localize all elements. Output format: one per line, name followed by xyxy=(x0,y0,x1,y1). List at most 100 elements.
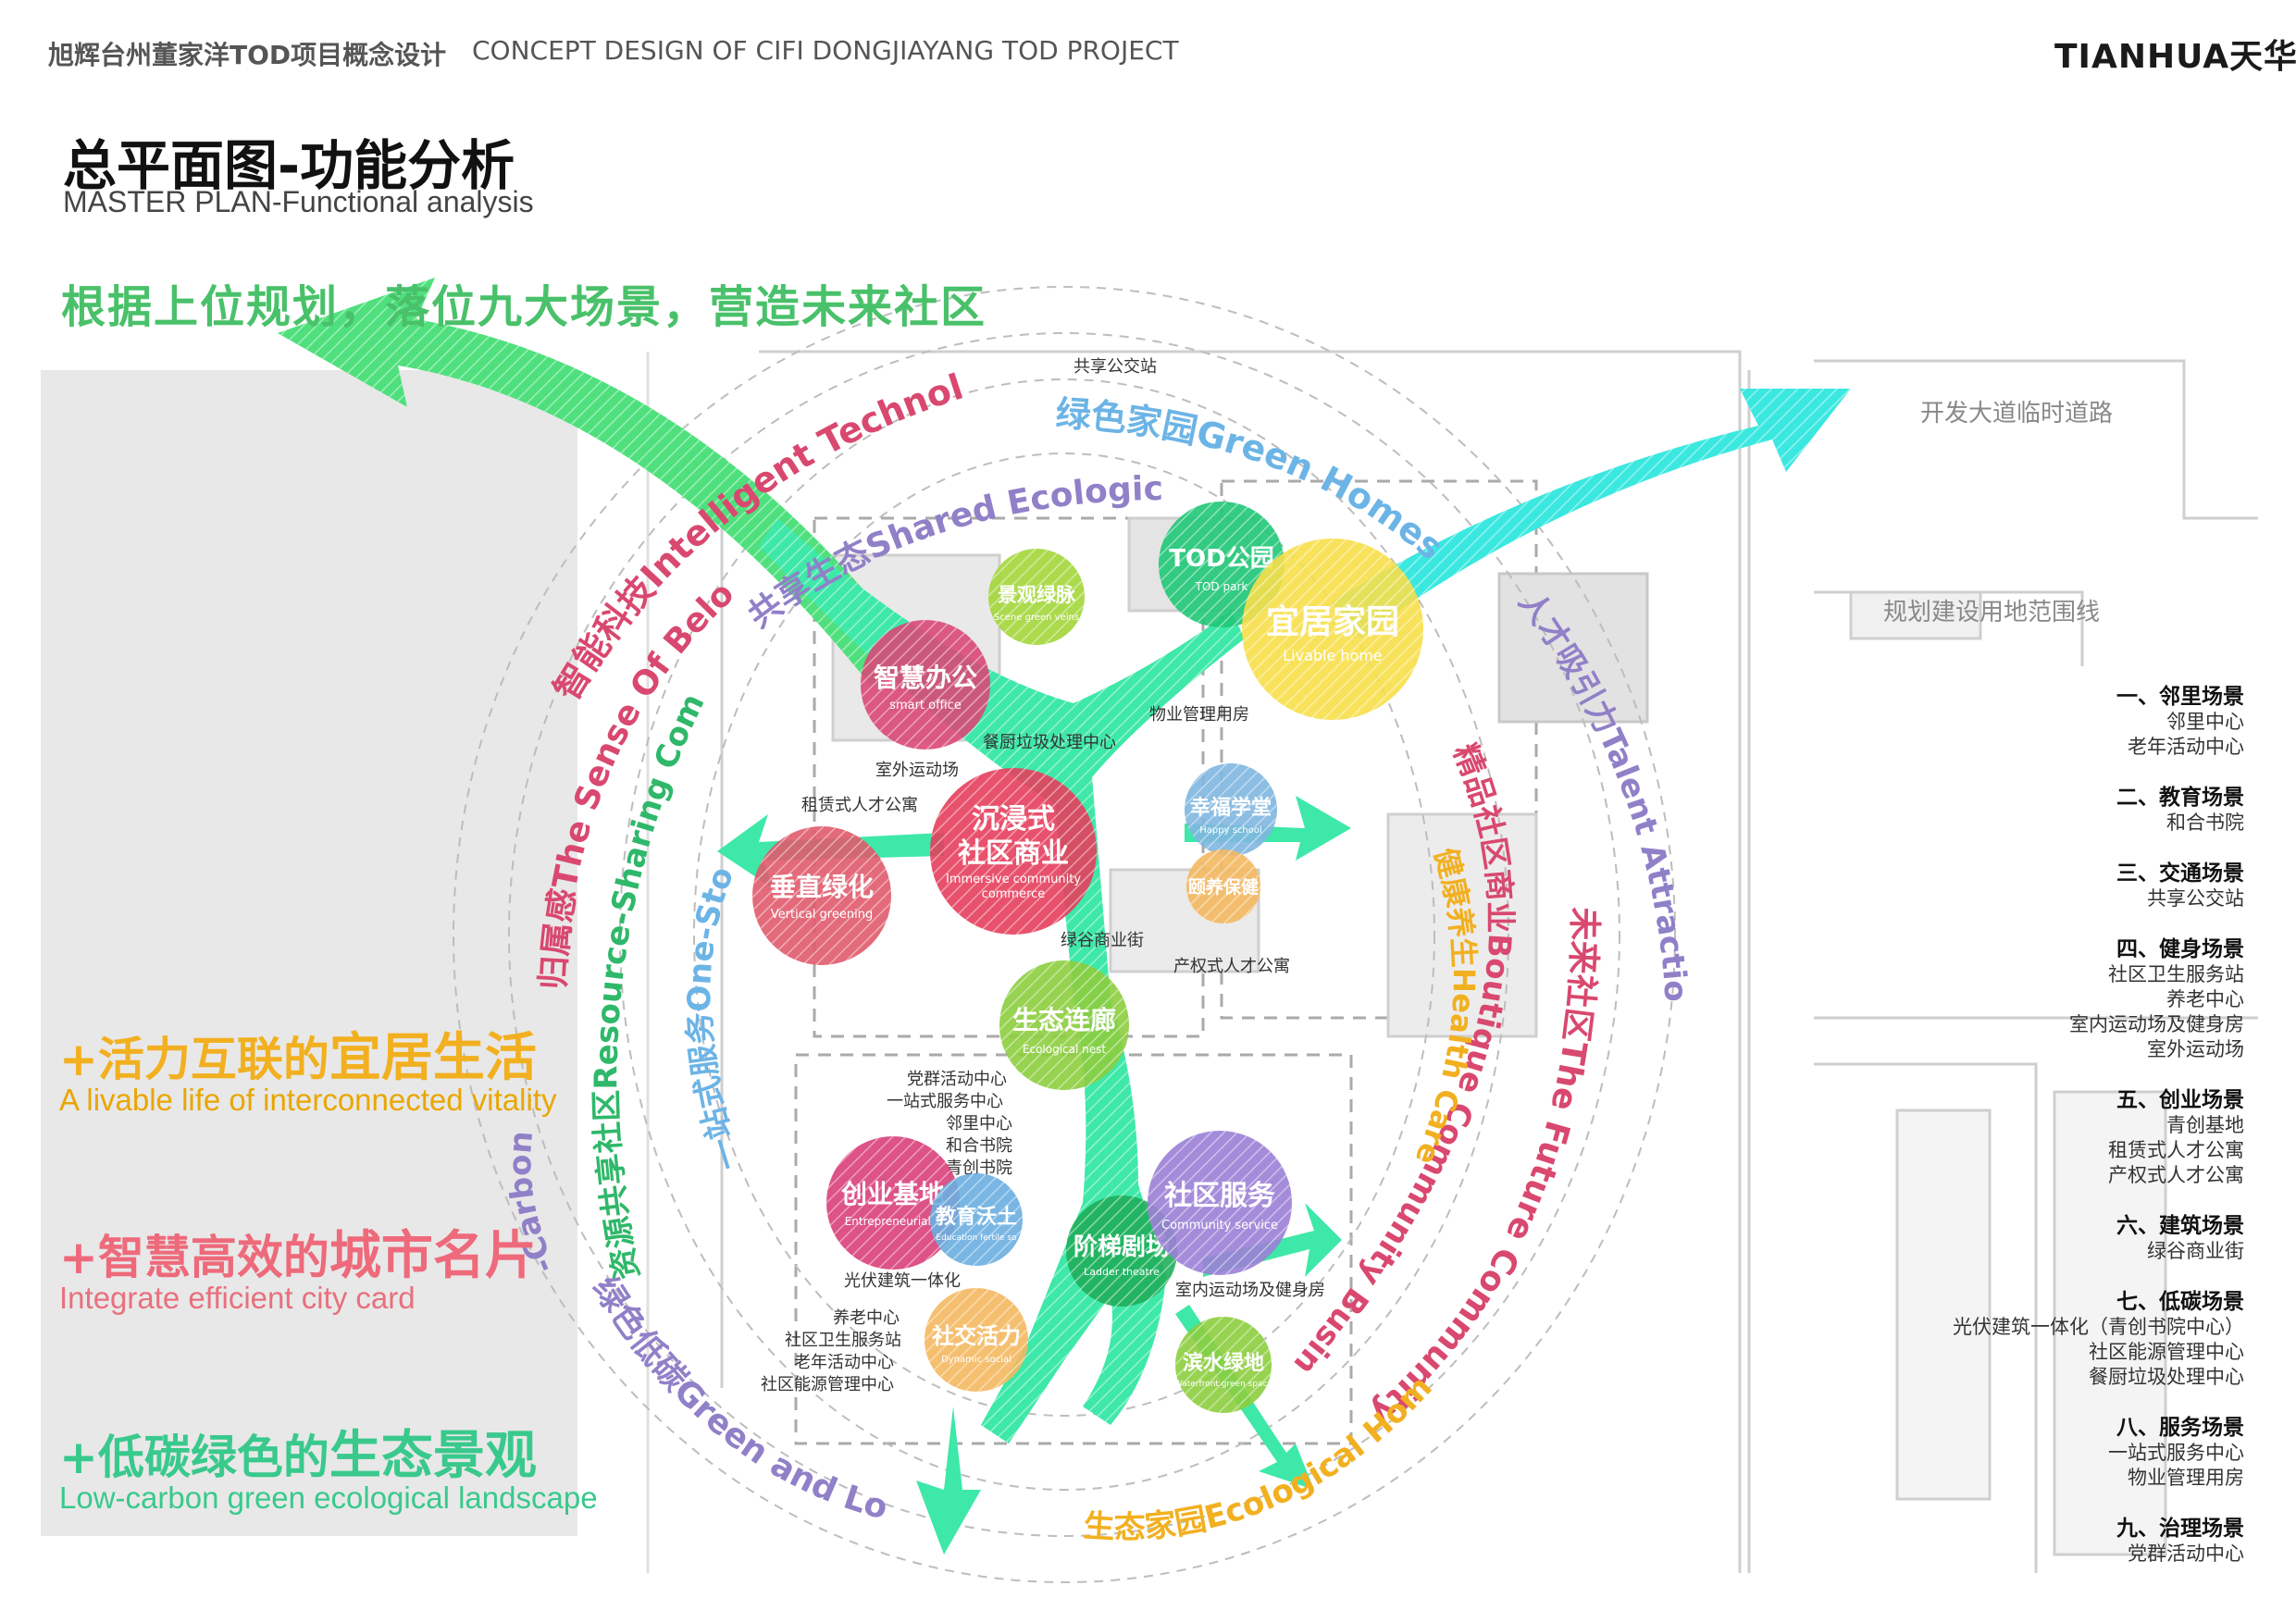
legend-item: 和合书院 xyxy=(2166,812,2244,834)
bubble-entrepreneurial-base: 创业基地 Entrepreneurial b xyxy=(826,1136,960,1270)
slogan-ecological-en: Low-carbon green ecological landscape xyxy=(59,1481,598,1515)
svg-text:生态连廊: 生态连廊 xyxy=(1012,1005,1116,1035)
svg-text:Vertical greening: Vertical greening xyxy=(771,908,873,922)
bubble-happy-school: 幸福学堂 Happy school xyxy=(1185,763,1277,856)
bubble-ecological-corridor: 生态连廊 Ecological nest xyxy=(999,960,1129,1090)
bubble-vertical-greening: 垂直绿化 Vertical greening xyxy=(752,826,891,965)
svg-text:TOD公园: TOD公园 xyxy=(1169,545,1273,573)
brand-logo: TIANHUA天华 xyxy=(2054,38,2296,76)
legend-item: 餐厨垃圾处理中心 xyxy=(2089,1366,2244,1388)
map-label-bus: 共享公交站 xyxy=(1074,357,1157,377)
plan-label-1: 餐厨垃圾处理中心 xyxy=(983,733,1116,752)
legend-item: 室内运动场及健身房 xyxy=(2069,1013,2244,1035)
svg-text:Livable home: Livable home xyxy=(1283,647,1383,664)
svg-text:Ecological nest: Ecological nest xyxy=(1023,1043,1106,1056)
bubbles: TOD公园 TOD park 景观绿脉 Scene green veins 宜居… xyxy=(752,502,1423,1413)
svg-text:幸福学堂: 幸福学堂 xyxy=(1190,796,1272,820)
plan-label-3: 租赁式人才公寓 xyxy=(801,796,918,815)
plan-label-4: 绿谷商业街 xyxy=(1061,931,1144,950)
svg-text:Education fertile so: Education fertile so xyxy=(936,1233,1017,1243)
svg-text:创业基地: 创业基地 xyxy=(840,1179,945,1209)
legend-item: 绿谷商业街 xyxy=(2147,1240,2244,1262)
svg-text:smart office: smart office xyxy=(889,699,962,712)
bubble-community-service: 社区服务 Community service xyxy=(1148,1131,1292,1275)
plan-label-13: 养老中心 xyxy=(833,1308,900,1328)
slogan-ecological-emphasis: 生态景观 xyxy=(329,1426,537,1486)
plan-label-9: 和合书院 xyxy=(946,1136,1012,1156)
bubble-scene-green: 景观绿脉 Scene green veins xyxy=(988,549,1085,645)
map-label-boundary: 规划建设用地范围线 xyxy=(1883,599,2100,626)
plan-label-15: 老年活动中心 xyxy=(794,1353,894,1372)
svg-text:Immersive community: Immersive community xyxy=(946,873,1081,886)
legend-item: 一站式服务中心 xyxy=(2108,1442,2244,1464)
svg-text:阶梯剧场: 阶梯剧场 xyxy=(1074,1233,1170,1261)
slogan-city-card-emphasis: 城市名片 xyxy=(329,1226,537,1286)
slogan-city-card-cn: +智慧高效的城市名片 xyxy=(59,1214,537,1289)
left-mask-area xyxy=(41,370,577,1536)
slogan-livable-emphasis: 宜居生活 xyxy=(329,1028,537,1088)
svg-text:宜居家园: 宜居家园 xyxy=(1266,603,1399,641)
legend-group-fitness: 四、健身场景 社区卫生服务站 养老中心 室内运动场及健身房 室外运动场 xyxy=(1953,937,2244,1062)
plan-label-8: 邻里中心 xyxy=(946,1114,1012,1134)
header-project-cn: 旭辉台州董家洋TOD项目概念设计 xyxy=(48,40,447,70)
map-label-road-east: 开发大道临时道路 xyxy=(1920,400,2113,427)
legend-item: 室外运动场 xyxy=(2147,1038,2244,1060)
legend-heading: 四、健身场景 xyxy=(2116,937,2244,961)
plan-label-10: 青创书院 xyxy=(946,1158,1012,1178)
page-subtitle: MASTER PLAN-Functional analysis xyxy=(63,185,534,218)
bubble-smart-office: 智慧办公 smart office xyxy=(861,620,990,750)
legend-heading: 三、交通场景 xyxy=(2116,861,2244,886)
plan-label-12: 室内运动场及健身房 xyxy=(1175,1281,1325,1300)
legend-group-service: 八、服务场景 一站式服务中心 物业管理用房 xyxy=(1953,1416,2244,1491)
svg-text:Dynamic social: Dynamic social xyxy=(941,1355,1011,1365)
legend-heading: 九、治理场景 xyxy=(2116,1517,2244,1541)
plan-label-14: 社区卫生服务站 xyxy=(785,1331,901,1350)
bubble-ladder-theatre: 阶梯剧场 Ladder theatre xyxy=(1066,1196,1177,1307)
svg-text:社交活力: 社交活力 xyxy=(932,1323,1021,1349)
legend-group-entrepreneurship: 五、创业场景 青创基地 租赁式人才公寓 产权式人才公寓 xyxy=(1953,1088,2244,1188)
legend-group-neighborhood: 一、邻里场景 邻里中心 老年活动中心 xyxy=(1953,685,2244,760)
svg-text:commerce: commerce xyxy=(982,887,1046,901)
legend-item: 党群活动中心 xyxy=(2128,1542,2244,1565)
svg-text:社区商业: 社区商业 xyxy=(958,837,1069,870)
legend-heading: 二、教育场景 xyxy=(2116,786,2244,810)
bubble-education-soil: 教育沃土 Education fertile so xyxy=(930,1173,1023,1266)
legend-item: 邻里中心 xyxy=(2166,711,2244,733)
plan-label-0: 物业管理用房 xyxy=(1149,705,1249,725)
legend-item: 物业管理用房 xyxy=(2128,1467,2244,1489)
legend-item: 青创基地 xyxy=(2166,1114,2244,1136)
headline: 根据上位规划，落位九大场景，营造未来社区 xyxy=(61,281,987,333)
legend-group-low-carbon: 七、低碳场景 光伏建筑一体化（青创书院中心） 社区能源管理中心 餐厨垃圾处理中心 xyxy=(1953,1290,2244,1390)
scene-legend: 一、邻里场景 邻里中心 老年活动中心 二、教育场景 和合书院 三、交通场景 共享… xyxy=(1953,685,2244,1592)
svg-text:Waterfront green space: Waterfront green space xyxy=(1174,1380,1273,1389)
legend-heading: 六、建筑场景 xyxy=(2116,1214,2244,1238)
legend-item: 老年活动中心 xyxy=(2128,736,2244,758)
svg-text:TOD park: TOD park xyxy=(1195,580,1248,593)
svg-text:社区服务: 社区服务 xyxy=(1164,1180,1275,1212)
svg-text:滨水绿地: 滨水绿地 xyxy=(1183,1351,1264,1375)
svg-text:沉浸式: 沉浸式 xyxy=(972,803,1055,836)
legend-item: 社区卫生服务站 xyxy=(2108,963,2244,985)
svg-text:Ladder theatre: Ladder theatre xyxy=(1084,1266,1160,1278)
svg-text:教育沃土: 教育沃土 xyxy=(936,1205,1017,1229)
page-title: 总平面图-功能分析 xyxy=(63,134,515,197)
legend-heading: 五、创业场景 xyxy=(2116,1088,2244,1112)
legend-heading: 七、低碳场景 xyxy=(2116,1290,2244,1314)
svg-text:Scene green veins: Scene green veins xyxy=(994,613,1079,623)
bubble-dynamic-social: 社交活力 Dynamic social xyxy=(925,1288,1028,1392)
bubble-waterfront-green: 滨水绿地 Waterfront green space xyxy=(1174,1317,1273,1413)
bubble-immersive-commerce: 沉浸式 社区商业 Immersive community commerce xyxy=(930,768,1097,935)
svg-text:Community service: Community service xyxy=(1161,1219,1278,1233)
plan-labels: 物业管理用房 餐厨垃圾处理中心 室外运动场 租赁式人才公寓 绿谷商业街 产权式人… xyxy=(761,705,1325,1394)
svg-text:景观绿脉: 景观绿脉 xyxy=(998,584,1076,606)
plan-label-11: 光伏建筑一体化 xyxy=(844,1271,961,1291)
svg-text:智慧办公: 智慧办公 xyxy=(874,663,977,693)
slogan-city-card-prefix: +智慧高效的 xyxy=(59,1231,329,1284)
slogan-livable-en: A livable life of interconnected vitalit… xyxy=(59,1083,557,1117)
slogan-livable-cn: +活力互联的宜居生活 xyxy=(59,1016,537,1091)
svg-text:颐养保健: 颐养保健 xyxy=(1188,876,1259,898)
legend-item: 共享公交站 xyxy=(2147,887,2244,910)
svg-text:垂直绿化: 垂直绿化 xyxy=(770,872,874,902)
svg-text:Happy school: Happy school xyxy=(1199,825,1262,836)
